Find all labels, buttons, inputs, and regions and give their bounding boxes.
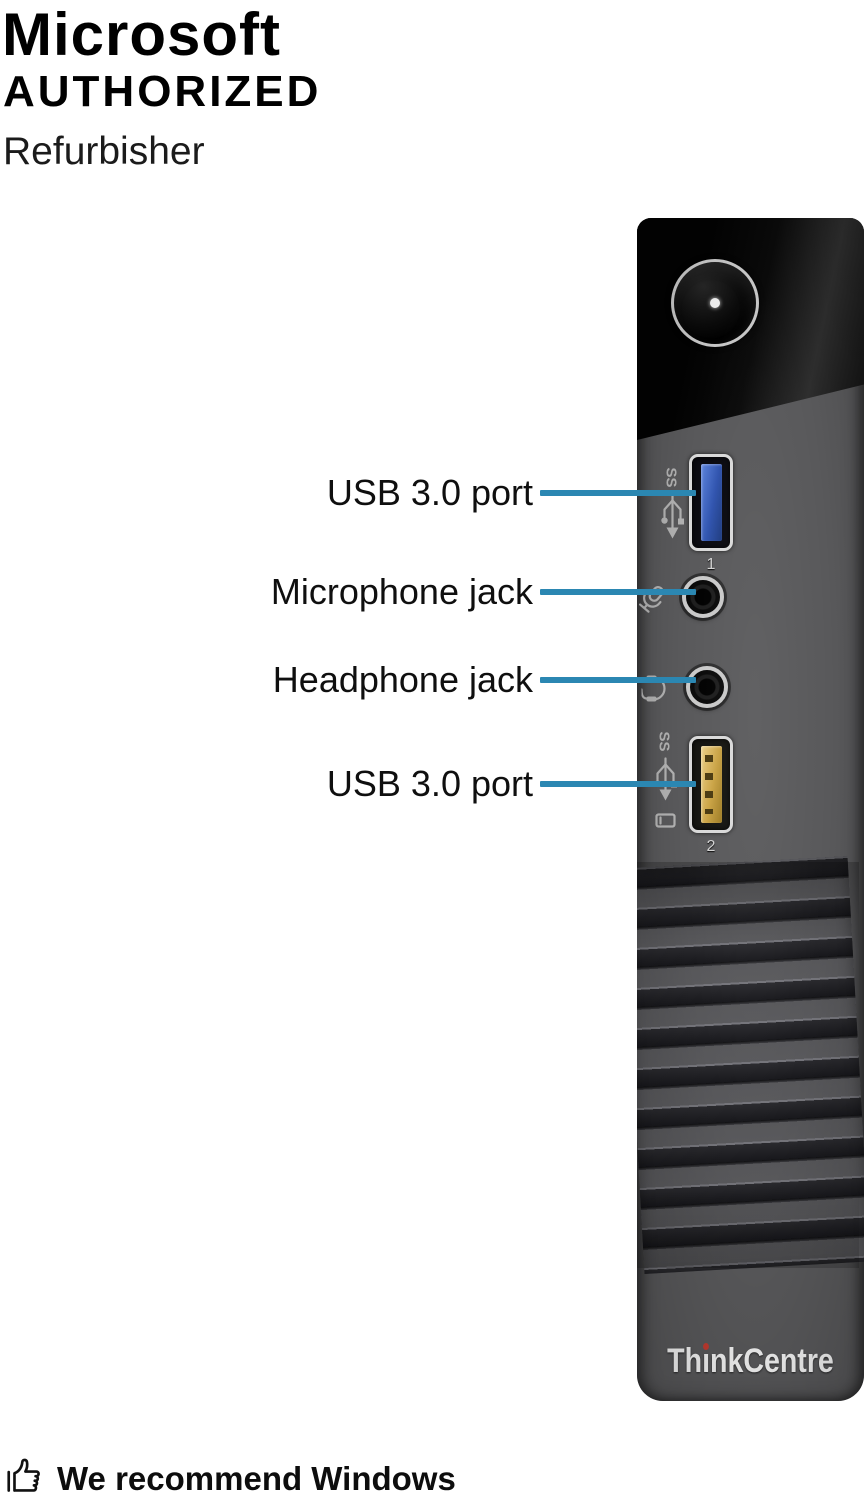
- thumbs-up-icon: [4, 1456, 48, 1499]
- usb3-port-1: [689, 454, 733, 551]
- callout-line-usb3-bottom: [540, 781, 696, 787]
- callout-line-headphone: [540, 677, 696, 683]
- power-button: [671, 259, 759, 347]
- callout-label-usb3-top: USB 3.0 port: [326, 472, 533, 513]
- microsoft-badge-refurbisher: Refurbisher: [3, 130, 205, 173]
- thinkcentre-front-panel: SS 1: [637, 218, 864, 1401]
- headphone-jack: [686, 666, 728, 708]
- usb3-port-1-tongue: [701, 464, 722, 541]
- callout-line-usb3-top: [540, 490, 696, 496]
- logo-letter-i: ı: [702, 1342, 710, 1381]
- microphone-icon: [637, 578, 672, 623]
- usb3-ss-icon: SS: [653, 467, 688, 551]
- microsoft-badge-authorized: AUTHORIZED: [3, 67, 322, 116]
- usb3-port-2-tongue: [701, 746, 722, 823]
- logo-part-th: Th: [667, 1342, 703, 1380]
- power-led-dot: [710, 298, 720, 308]
- usb-port-1-number: 1: [706, 556, 716, 573]
- svg-text:SS: SS: [663, 468, 680, 488]
- svg-text:SS: SS: [656, 732, 673, 752]
- we-recommend-windows-text: We recommend Windows: [57, 1460, 456, 1497]
- logo-red-dot: [703, 1343, 709, 1350]
- callout-label-microphone: Microphone jack: [270, 571, 533, 612]
- logo-i-stem: ı: [702, 1342, 711, 1380]
- logo-part-nkcentre: nkCentre: [710, 1342, 834, 1380]
- microsoft-badge-title: Microsoft: [2, 1, 281, 68]
- callout-label-usb3-bottom: USB 3.0 port: [326, 763, 533, 804]
- usb-port-2-number: 2: [706, 838, 716, 855]
- callout-line-microphone: [540, 589, 696, 595]
- vent-grille: [637, 856, 864, 1274]
- callout-label-headphone: Headphone jack: [272, 659, 533, 700]
- usb3-port-2-pins: [705, 755, 713, 814]
- glossy-top-panel: [637, 218, 864, 440]
- microphone-jack: [682, 576, 724, 618]
